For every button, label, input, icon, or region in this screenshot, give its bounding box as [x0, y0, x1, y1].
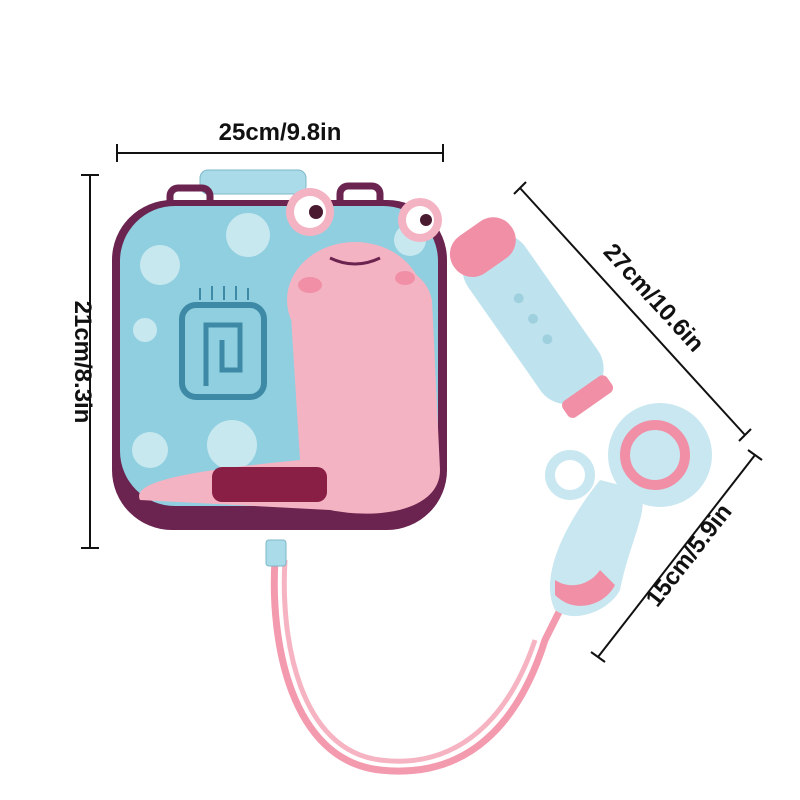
hose-connector: [265, 539, 287, 567]
height-label: 21cm/8.3in: [69, 301, 96, 424]
width-label: 25cm/9.8in: [219, 119, 342, 146]
water-hose: [270, 559, 564, 775]
fill-cap: [179, 302, 267, 400]
shell-dot: [140, 245, 180, 285]
snail-handle: [212, 467, 327, 502]
gun-length-label: 27cm/10.6in: [598, 239, 710, 358]
dimension-lines: [81, 144, 763, 663]
water-gun: [449, 217, 712, 617]
snail-backpack: [112, 169, 447, 530]
gun-height-label: 15cm/5.9in: [641, 499, 738, 612]
